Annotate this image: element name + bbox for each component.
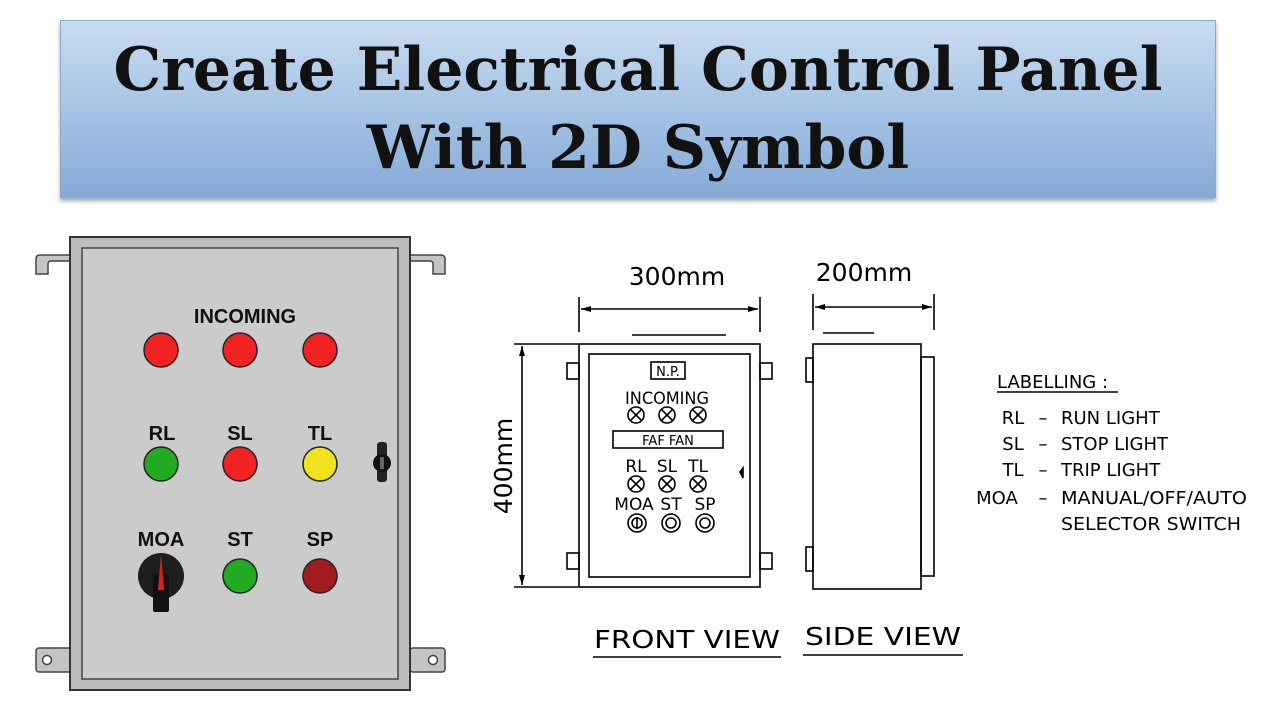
moa-label: MOA xyxy=(138,529,185,551)
bracket-bottom-right xyxy=(409,647,446,673)
legend-code-sl: SL xyxy=(1002,434,1023,455)
title-line-2: With 2D Symbol xyxy=(366,113,910,183)
incoming-lamp-2 xyxy=(222,332,258,368)
front-moa-label: MOA xyxy=(614,495,654,515)
stop-button xyxy=(302,558,338,594)
front-status-lamps xyxy=(627,475,707,493)
side-view xyxy=(803,294,963,656)
panel-3d: INCOMING RL SL TL MOA ST SP xyxy=(35,236,446,691)
front-control-buttons xyxy=(627,513,715,533)
front-sl-label: SL xyxy=(657,457,678,477)
title-line-1: Create Electrical Control Panel xyxy=(113,35,1163,105)
title-banner: Create Electrical Control Panel With 2D … xyxy=(60,20,1216,198)
legend-dash-moa: – xyxy=(1039,488,1048,509)
legend-text-sl: STOP LIGHT xyxy=(1061,434,1169,455)
legend-code-moa: MOA xyxy=(976,488,1018,509)
feeder-label: FAF FAN xyxy=(642,434,694,449)
legend-text-rl: RUN LIGHT xyxy=(1061,408,1161,429)
legend-code-rl: RL xyxy=(1002,408,1025,429)
front-sp-label: SP xyxy=(694,495,715,515)
front-st-label: ST xyxy=(660,495,682,515)
legend-text-tl: TRIP LIGHT xyxy=(1060,460,1161,481)
legend-dash-tl: – xyxy=(1039,460,1048,481)
front-rl-label: RL xyxy=(625,457,647,477)
door-lock-icon xyxy=(373,442,391,482)
legend-heading: LABELLING : xyxy=(997,372,1108,393)
legend-dash-rl: – xyxy=(1039,408,1048,429)
trip-light-lamp xyxy=(302,446,338,482)
side-view-caption: SIDE VIEW xyxy=(805,622,961,651)
tl-label: TL xyxy=(308,423,332,445)
front-view xyxy=(514,297,781,658)
front-view-caption: FRONT VIEW xyxy=(594,625,780,654)
incoming-lamp-1 xyxy=(143,332,179,368)
front-height-dimension: 400mm xyxy=(489,418,518,514)
incoming-label: INCOMING xyxy=(194,306,296,328)
selector-switch-icon xyxy=(138,553,184,612)
incoming-lamp-3 xyxy=(302,332,338,368)
nameplate-label: N.P. xyxy=(656,365,680,380)
start-button xyxy=(222,558,258,594)
bracket-top-left xyxy=(35,254,73,275)
legend-dash-sl: – xyxy=(1039,434,1048,455)
legend-continuation: SELECTOR SWITCH xyxy=(1061,514,1241,535)
front-incoming-lamps xyxy=(627,406,707,424)
legend-code-tl: TL xyxy=(1001,460,1023,481)
sp-label: SP xyxy=(307,529,334,551)
stop-light-lamp xyxy=(222,446,258,482)
labelling-legend: LABELLING : RL – RUN LIGHT SL – STOP LIG… xyxy=(976,372,1247,535)
front-tl-label: TL xyxy=(687,457,708,477)
front-incoming-label: INCOMING xyxy=(625,389,709,409)
rl-label: RL xyxy=(149,423,176,445)
run-light-lamp xyxy=(143,446,179,482)
sl-label: SL xyxy=(227,423,253,445)
front-width-dimension: 300mm xyxy=(629,262,725,291)
legend-text-moa: MANUAL/OFF/AUTO xyxy=(1061,488,1247,509)
side-width-dimension: 200mm xyxy=(816,258,912,287)
bracket-top-right xyxy=(409,254,446,275)
st-label: ST xyxy=(227,529,253,551)
bracket-bottom-left xyxy=(35,647,73,673)
